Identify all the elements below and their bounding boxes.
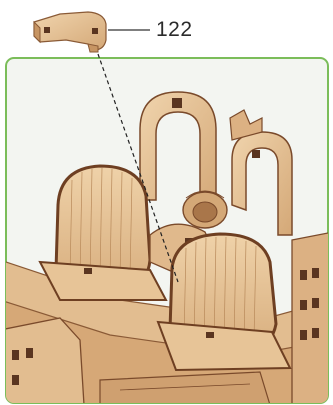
- part-number-label: 122: [156, 18, 193, 42]
- part-122-piece: [34, 12, 106, 52]
